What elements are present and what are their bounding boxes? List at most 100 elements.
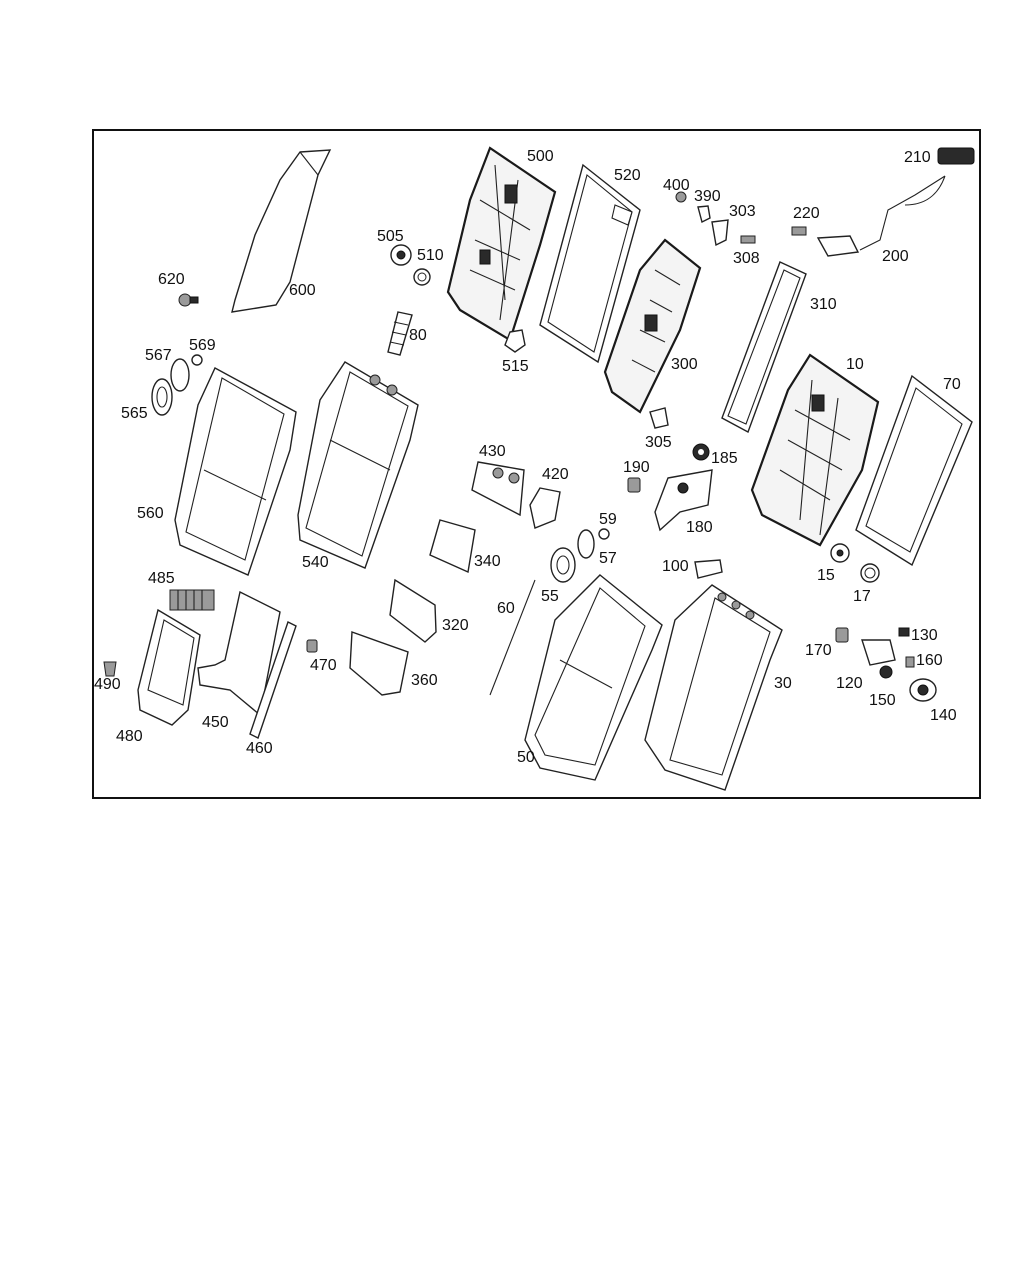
part-450-bracket[interactable]: [197, 590, 281, 717]
label-400: 400: [663, 177, 690, 194]
part-55-disc[interactable]: [550, 547, 576, 583]
part-490-clip[interactable]: [103, 661, 117, 677]
part-400-nut[interactable]: [675, 191, 687, 203]
part-70-panel[interactable]: [855, 374, 973, 567]
label-520: 520: [614, 167, 641, 184]
part-170-bolt[interactable]: [835, 627, 849, 643]
label-510: 510: [417, 247, 444, 264]
part-308-bolt[interactable]: [740, 235, 756, 244]
label-308: 308: [733, 250, 760, 267]
label-560: 560: [137, 505, 164, 522]
part-50-cushion-cover[interactable]: [524, 574, 663, 781]
label-320: 320: [442, 617, 469, 634]
label-15: 15: [817, 567, 835, 584]
label-505: 505: [377, 228, 404, 245]
part-515-bracket[interactable]: [504, 329, 526, 353]
part-200-cable[interactable]: [816, 175, 946, 257]
part-160-clip[interactable]: [905, 656, 915, 668]
part-130-clip[interactable]: [898, 627, 910, 637]
part-30-cushion-cover[interactable]: [644, 584, 783, 791]
part-210-switch[interactable]: [937, 147, 975, 165]
part-60-rod[interactable]: [489, 579, 536, 696]
part-510-ring[interactable]: [413, 268, 431, 286]
label-490: 490: [94, 676, 121, 693]
part-505-knob[interactable]: [390, 244, 412, 266]
part-80-lock-cylinder[interactable]: [387, 311, 413, 356]
part-420-bracket[interactable]: [529, 487, 561, 529]
part-15-knob[interactable]: [830, 543, 850, 563]
label-500: 500: [527, 148, 554, 165]
label-10: 10: [846, 356, 864, 373]
label-50: 50: [517, 749, 535, 766]
part-320-cover[interactable]: [389, 578, 437, 643]
part-190-bolt[interactable]: [627, 477, 641, 493]
label-170: 170: [805, 642, 832, 659]
label-420: 420: [542, 466, 569, 483]
label-220: 220: [793, 205, 820, 222]
part-560-backrest-cover[interactable]: [174, 367, 297, 576]
part-600-bolster-cover[interactable]: [231, 149, 332, 313]
part-120-bracket[interactable]: [861, 639, 896, 666]
label-600: 600: [289, 282, 316, 299]
label-340: 340: [474, 553, 501, 570]
part-569-washer[interactable]: [191, 354, 203, 366]
label-480: 480: [116, 728, 143, 745]
part-480-armrest[interactable]: [137, 608, 201, 726]
label-55: 55: [541, 588, 559, 605]
label-470: 470: [310, 657, 337, 674]
part-59-washer[interactable]: [598, 528, 610, 540]
part-17-ring[interactable]: [860, 563, 880, 583]
label-17: 17: [853, 588, 871, 605]
label-190: 190: [623, 459, 650, 476]
label-80: 80: [409, 327, 427, 344]
label-567: 567: [145, 347, 172, 364]
part-185-gear[interactable]: [692, 443, 710, 461]
part-340-cover[interactable]: [429, 519, 476, 574]
label-485: 485: [148, 570, 175, 587]
label-60: 60: [497, 600, 515, 617]
part-10-backrest-frame-right[interactable]: [750, 353, 880, 547]
label-210: 210: [904, 149, 931, 166]
part-310-panel[interactable]: [721, 261, 807, 433]
label-57: 57: [599, 550, 617, 567]
callout-labels: 600 620 500 505 510 80 515 520 400 390 3…: [94, 148, 961, 766]
label-30: 30: [774, 675, 792, 692]
part-57-disc[interactable]: [577, 529, 595, 559]
part-180-hinge-bracket[interactable]: [654, 469, 713, 532]
part-220-screw[interactable]: [791, 226, 807, 236]
part-470-screw[interactable]: [306, 639, 318, 653]
part-500-backrest-frame[interactable]: [446, 146, 557, 342]
part-140-motor[interactable]: [909, 678, 937, 702]
part-150-nut[interactable]: [879, 665, 893, 679]
label-59: 59: [599, 511, 617, 528]
part-430-bracket[interactable]: [471, 461, 525, 517]
label-303: 303: [729, 203, 756, 220]
label-430: 430: [479, 443, 506, 460]
part-620-clip[interactable]: [178, 293, 199, 307]
label-310: 310: [810, 296, 837, 313]
part-540-backrest-cover[interactable]: [297, 361, 419, 569]
part-360-cover[interactable]: [349, 631, 409, 696]
part-520-panel[interactable]: [539, 163, 641, 364]
part-300-center-frame[interactable]: [603, 238, 702, 414]
part-390-clip[interactable]: [697, 205, 711, 224]
part-565-disc[interactable]: [151, 378, 173, 416]
label-460: 460: [246, 740, 273, 757]
part-460-strip[interactable]: [249, 621, 297, 739]
part-100-handle[interactable]: [694, 559, 723, 579]
label-70: 70: [943, 376, 961, 393]
label-305: 305: [645, 434, 672, 451]
label-130: 130: [911, 627, 938, 644]
part-303-hinge[interactable]: [711, 219, 729, 247]
label-390: 390: [694, 188, 721, 205]
part-567-disc[interactable]: [170, 358, 190, 392]
label-450: 450: [202, 714, 229, 731]
label-565: 565: [121, 405, 148, 422]
label-569: 569: [189, 337, 216, 354]
label-100: 100: [662, 558, 689, 575]
label-515: 515: [502, 358, 529, 375]
part-305-bracket[interactable]: [649, 407, 669, 429]
part-485-grille[interactable]: [169, 589, 215, 611]
label-200: 200: [882, 248, 909, 265]
